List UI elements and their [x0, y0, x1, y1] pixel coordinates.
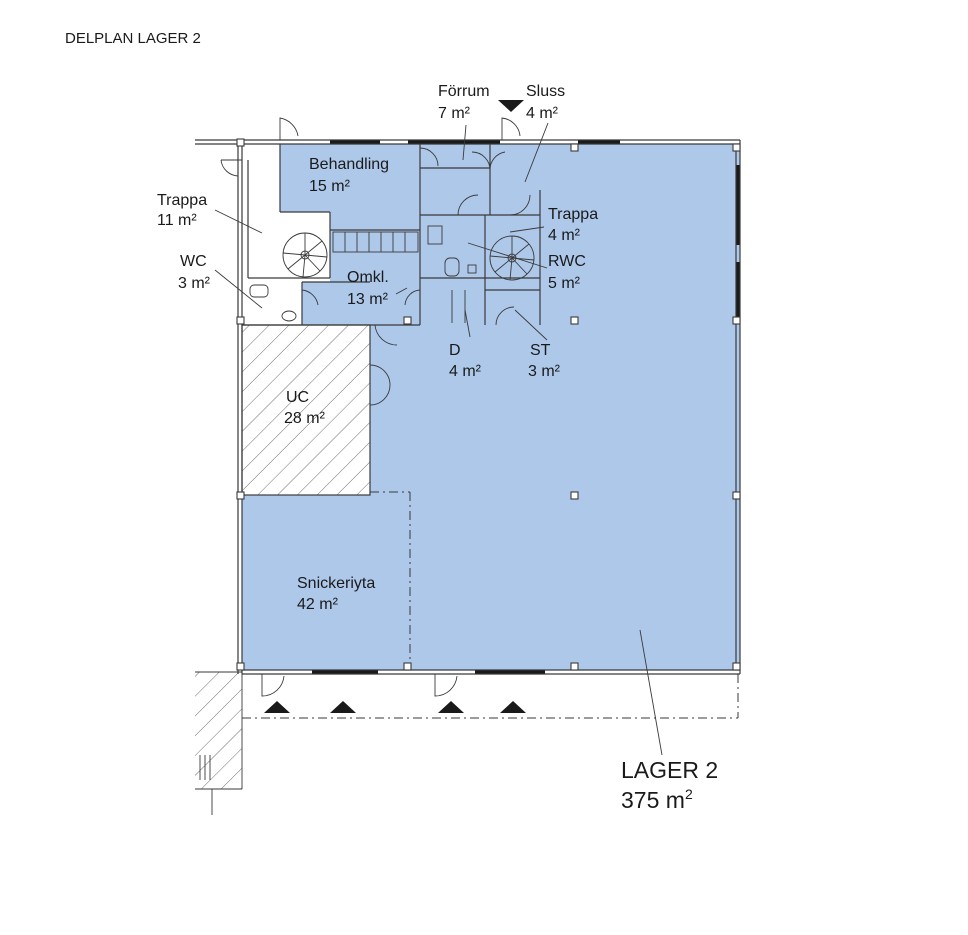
floor-fills — [242, 144, 740, 670]
room-name-forrum: Förrum — [438, 83, 490, 100]
interior-walls — [242, 144, 541, 326]
spiral-stair-west — [282, 232, 328, 278]
page-title: DELPLAN LAGER 2 — [65, 30, 201, 47]
outside-hatch-edges — [195, 671, 243, 815]
floor-blue-main — [242, 144, 740, 670]
room-area-trappa-east: 4 m² — [548, 227, 581, 244]
outer-walls — [195, 139, 741, 675]
room-area-d: 4 m² — [449, 363, 482, 380]
room-name-uc: UC — [286, 389, 309, 406]
windows — [312, 140, 740, 674]
room-area-behandling: 15 m² — [309, 178, 351, 195]
room-name-omkl: Omkl. — [347, 269, 389, 286]
room-area-snickeriyta: 42 m² — [297, 596, 339, 613]
fixtures — [249, 225, 477, 323]
room-name-wc: WC — [180, 253, 207, 270]
spiral-stair-east — [489, 235, 535, 281]
main-room-area: 375 m2 — [621, 786, 693, 813]
outside-hatch — [195, 672, 242, 789]
room-name-trappa-west: Trappa — [157, 192, 207, 209]
room-name-snickeriyta: Snickeriyta — [297, 575, 375, 592]
room-area-trappa-west: 11 m² — [157, 212, 197, 229]
room-area-omkl: 13 m² — [347, 291, 389, 308]
room-area-forrum: 7 m² — [438, 105, 471, 122]
main-room-name: LAGER 2 — [621, 757, 718, 783]
doors — [220, 117, 531, 697]
room-name-d: D — [449, 342, 461, 359]
columns — [236, 138, 741, 671]
entrance-markers — [264, 100, 526, 713]
room-area-wc: 3 m² — [178, 275, 211, 292]
room-name-trappa-east: Trappa — [548, 206, 598, 223]
room-name-behandling: Behandling — [309, 156, 389, 173]
main-room-area-value: 375 m — [621, 787, 685, 813]
room-name-st: ST — [530, 342, 551, 359]
room-labels: Förrum 7 m² Sluss 4 m² Behandling 15 m² … — [157, 83, 598, 613]
main-room-area-sup: 2 — [685, 786, 693, 802]
room-name-rwc: RWC — [548, 253, 586, 270]
room-area-rwc: 5 m² — [548, 275, 581, 292]
room-area-uc: 28 m² — [284, 410, 326, 427]
floor-white-stair-hall — [248, 160, 280, 278]
main-label: LAGER 2 375 m2 — [621, 757, 718, 813]
room-area-sluss: 4 m² — [526, 105, 559, 122]
stair-treads — [332, 231, 419, 253]
leader-lines — [214, 122, 663, 756]
room-name-sluss: Sluss — [526, 83, 565, 100]
room-area-st: 3 m² — [528, 363, 561, 380]
